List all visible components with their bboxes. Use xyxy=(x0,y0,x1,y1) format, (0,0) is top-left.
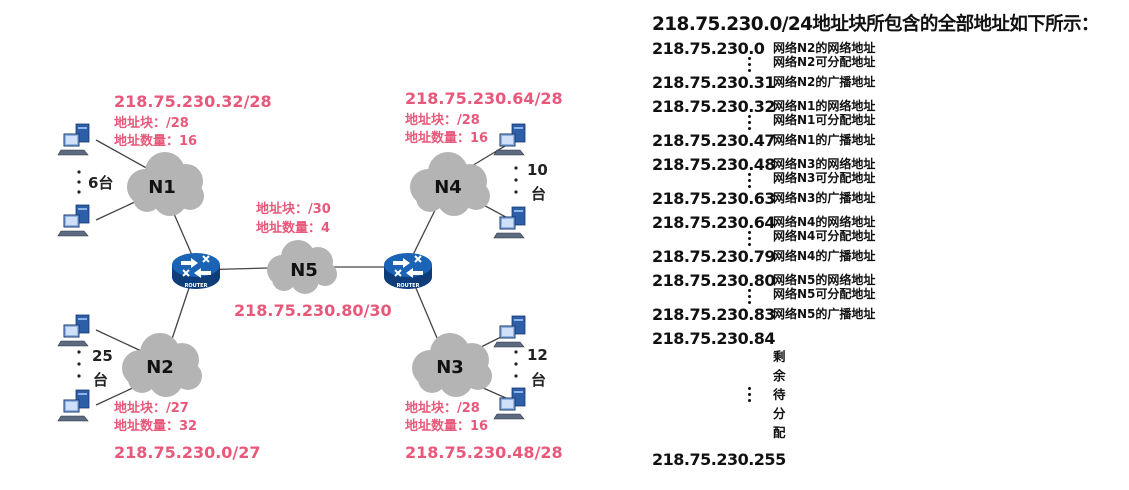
address-note: 网络N3可分配地址 xyxy=(773,171,876,185)
address-note: 网络N1的网络地址 xyxy=(773,99,876,113)
host-count-n4-unit: 台 xyxy=(531,185,546,203)
address-note: 网络N5可分配地址 xyxy=(773,287,876,301)
pc-icon xyxy=(493,315,526,348)
n5-count: 地址数量：4 xyxy=(256,220,330,236)
cloud-label-n4: N4 xyxy=(434,177,462,198)
n4-prefix: 地址块：/28 xyxy=(405,112,480,128)
ellipsis-dots xyxy=(77,166,518,378)
vertical-ellipsis xyxy=(748,231,752,249)
address-note: 网络N4可分配地址 xyxy=(773,229,876,243)
pc-icon xyxy=(57,314,90,347)
host-count-n3-number: 12 xyxy=(527,346,548,364)
address-label: 218.75.230.255 xyxy=(652,450,786,469)
router-icon: ROUTER xyxy=(171,252,221,290)
address-note: 网络N1的广播地址 xyxy=(773,133,876,147)
remaining-char: 剩 xyxy=(773,349,786,364)
address-label: 218.75.230.0 xyxy=(652,39,765,58)
n1-count: 地址数量：16 xyxy=(114,133,197,149)
address-label: 218.75.230.84 xyxy=(652,329,776,348)
address-note: 网络N4的网络地址 xyxy=(773,215,876,229)
cloud-n5 xyxy=(267,240,337,294)
cloud-n1 xyxy=(127,152,204,216)
n2-cidr: 218.75.230.0/27 xyxy=(114,443,261,462)
pc-icon xyxy=(493,387,526,420)
address-label: 218.75.230.63 xyxy=(652,189,776,208)
address-label: 218.75.230.31 xyxy=(652,73,776,92)
n5-prefix: 地址块：/30 xyxy=(256,201,331,217)
address-label: 218.75.230.32 xyxy=(652,97,776,116)
n1-cidr: 218.75.230.32/28 xyxy=(114,92,272,111)
vertical-ellipsis xyxy=(748,115,752,133)
n5-cidr: 218.75.230.80/30 xyxy=(234,301,392,320)
router-label-right: ROUTER xyxy=(397,283,420,289)
address-label: 218.75.230.83 xyxy=(652,305,776,324)
cloud-n4 xyxy=(410,152,490,216)
router-label-left: ROUTER xyxy=(185,283,208,289)
address-list-panel: 218.75.230.0/24地址块所包含的全部地址如下所示： 218.75.2… xyxy=(652,10,1122,485)
host-count-n2-unit: 台 xyxy=(93,371,108,389)
address-note: 网络N5的网络地址 xyxy=(773,273,876,287)
address-label: 218.75.230.64 xyxy=(652,213,776,232)
cloud-label-n2: N2 xyxy=(146,357,174,378)
n4-count: 地址数量：16 xyxy=(405,130,488,146)
host-count-n3-unit: 台 xyxy=(531,371,546,389)
address-note: 网络N4的广播地址 xyxy=(773,249,876,263)
n3-count: 地址数量：16 xyxy=(405,418,488,434)
address-note: 网络N5的广播地址 xyxy=(773,307,876,321)
pc-icon xyxy=(57,389,90,422)
remaining-char: 配 xyxy=(773,425,786,440)
address-label: 218.75.230.79 xyxy=(652,247,776,266)
vertical-ellipsis xyxy=(748,57,752,75)
pc-icon xyxy=(493,206,526,239)
n1-prefix: 地址块：/28 xyxy=(114,115,189,131)
host-count-n1: 6台 xyxy=(88,174,113,192)
n2-count: 地址数量：32 xyxy=(114,418,197,434)
n3-cidr: 218.75.230.48/28 xyxy=(405,443,563,462)
address-note: 网络N1可分配地址 xyxy=(773,113,876,127)
address-note: 网络N3的网络地址 xyxy=(773,157,876,171)
address-note: 网络N2的网络地址 xyxy=(773,41,876,55)
host-count-n2-number: 25 xyxy=(92,347,113,365)
cloud-label-n3: N3 xyxy=(436,357,464,378)
n2-prefix: 地址块：/27 xyxy=(114,400,189,416)
vertical-ellipsis xyxy=(748,173,752,191)
address-label: 218.75.230.47 xyxy=(652,131,776,150)
cloud-n2 xyxy=(122,333,202,397)
cloud-n3 xyxy=(412,333,492,397)
cloud-label-n5: N5 xyxy=(290,260,318,281)
router-icon: ROUTER xyxy=(383,252,433,290)
n3-prefix: 地址块：/28 xyxy=(405,400,480,416)
host-count-n4-number: 10 xyxy=(527,161,548,179)
network-diagram: N1 N2 N3 N4 N5 ROUTER ROUTER xyxy=(57,88,564,464)
address-note: 网络N2的广播地址 xyxy=(773,75,876,89)
vertical-ellipsis xyxy=(748,289,752,307)
pc-icon xyxy=(57,123,90,156)
remaining-char: 余 xyxy=(773,368,786,383)
pc-icon xyxy=(493,123,526,156)
address-note: 网络N2可分配地址 xyxy=(773,55,876,69)
address-label: 218.75.230.48 xyxy=(652,155,776,174)
vertical-ellipsis xyxy=(748,387,752,405)
remaining-char: 待 xyxy=(773,387,786,402)
pc-icon xyxy=(57,204,90,237)
cloud-label-n1: N1 xyxy=(148,177,176,198)
panel-title: 218.75.230.0/24地址块所包含的全部地址如下所示： xyxy=(652,14,1099,35)
n4-cidr: 218.75.230.64/28 xyxy=(405,89,563,108)
address-note: 网络N3的广播地址 xyxy=(773,191,876,205)
remaining-char: 分 xyxy=(773,406,786,421)
address-label: 218.75.230.80 xyxy=(652,271,776,290)
